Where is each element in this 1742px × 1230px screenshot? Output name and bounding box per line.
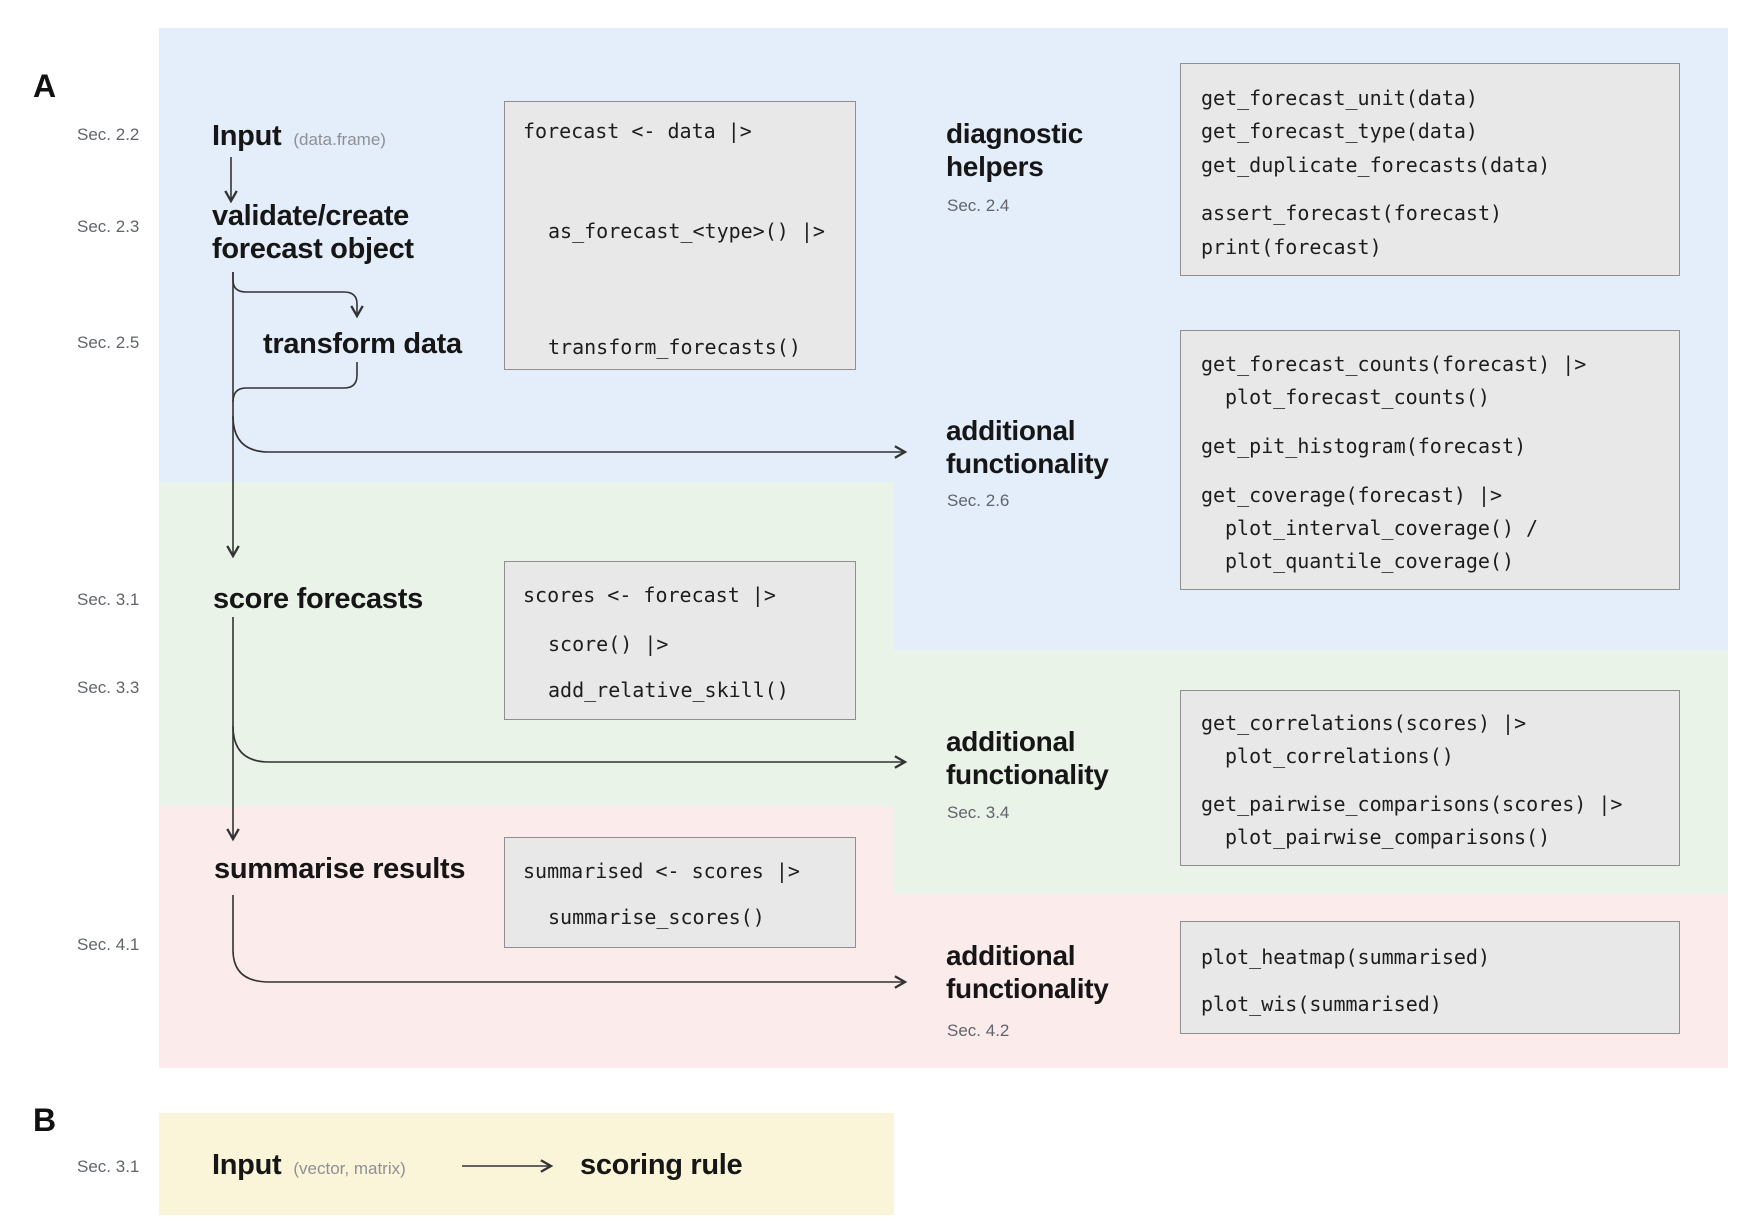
code-line: get_forecast_type(data): [1201, 119, 1478, 143]
input-label: Input: [212, 120, 282, 152]
flow-step-score: score forecasts: [213, 583, 423, 615]
code-line: get_pit_histogram(forecast): [1201, 434, 1527, 458]
title-additional-functionality-26: additional functionality: [946, 414, 1109, 480]
section-label-3-1: Sec. 3.1: [77, 590, 140, 609]
title-diagnostic-helpers: diagnostic helpers: [946, 117, 1083, 183]
code-line: plot_pairwise_comparisons(): [1225, 825, 1551, 849]
section-label-2-6: Sec. 2.6: [947, 491, 1010, 510]
band-yellow-panel-b: [159, 1113, 894, 1215]
title-additional-functionality-34: additional functionality: [946, 725, 1109, 791]
code-line: plot_heatmap(summarised): [1201, 945, 1490, 969]
code-box-score-pipeline: scores <- forecast |> score() |> add_rel…: [504, 561, 856, 720]
validate-line1: validate/create: [212, 200, 410, 232]
section-label-2-3: Sec. 2.3: [77, 217, 140, 236]
af2-line1: additional: [946, 726, 1076, 757]
code-line: get_correlations(scores) |>: [1201, 711, 1527, 735]
code-box-summarise-pipeline: summarised <- scores |> summarise_scores…: [504, 837, 856, 948]
panel-b-input-row: Input (vector, matrix): [212, 1149, 406, 1182]
code-line: get_forecast_unit(data): [1201, 86, 1478, 110]
panel-b-input-note: (vector, matrix): [293, 1159, 406, 1178]
af1-line2: functionality: [946, 448, 1109, 479]
code-line: plot_correlations(): [1225, 744, 1454, 768]
code-line: transform_forecasts(): [548, 335, 801, 359]
code-box-diagnostic-helpers: get_forecast_unit(data) get_forecast_typ…: [1180, 63, 1680, 276]
code-box-create-pipeline: forecast <- data |> as_forecast_<type>()…: [504, 101, 856, 370]
section-label-3-3: Sec. 3.3: [77, 678, 140, 697]
code-line: add_relative_skill(): [548, 678, 789, 702]
code-line: scores <- forecast |>: [523, 583, 776, 607]
code-line: get_pairwise_comparisons(scores) |>: [1201, 792, 1623, 816]
validate-line2: forecast object: [212, 233, 414, 265]
af2-line2: functionality: [946, 759, 1109, 790]
code-line: plot_forecast_counts(): [1225, 385, 1490, 409]
af3-line1: additional: [946, 940, 1076, 971]
diagnostic-line1: diagnostic: [946, 118, 1084, 149]
code-line: plot_quantile_coverage(): [1225, 549, 1514, 573]
code-line: assert_forecast(forecast): [1201, 201, 1503, 225]
flow-step-input: Input (data.frame): [212, 120, 386, 153]
panel-a-label: A: [33, 68, 57, 104]
code-box-additional-26: get_forecast_counts(forecast) |> plot_fo…: [1180, 330, 1680, 590]
af3-line2: functionality: [946, 973, 1109, 1004]
code-line: plot_wis(summarised): [1201, 992, 1442, 1016]
title-additional-functionality-42: additional functionality: [946, 939, 1109, 1005]
code-line: forecast <- data |>: [523, 119, 752, 143]
input-note: (data.frame): [293, 130, 386, 149]
panel-b-label: B: [33, 1102, 57, 1138]
code-line: summarise_scores(): [548, 905, 765, 929]
panel-b-input-label: Input: [212, 1149, 282, 1181]
section-label-2-5: Sec. 2.5: [77, 333, 140, 352]
code-line: get_coverage(forecast) |>: [1201, 483, 1503, 507]
diagnostic-line2: helpers: [946, 151, 1044, 182]
flow-step-validate: validate/create forecast object: [212, 200, 414, 266]
code-line: plot_interval_coverage() /: [1225, 516, 1539, 540]
code-line: get_forecast_counts(forecast) |>: [1201, 352, 1587, 376]
flow-step-summarise: summarise results: [214, 853, 466, 885]
af1-line1: additional: [946, 415, 1076, 446]
section-label-b-3-1: Sec. 3.1: [77, 1157, 140, 1176]
section-label-2-4: Sec. 2.4: [947, 196, 1010, 215]
code-line: summarised <- scores |>: [523, 859, 800, 883]
code-line: as_forecast_<type>() |>: [548, 219, 825, 243]
panel-b-scoring-rule-label: scoring rule: [580, 1149, 743, 1181]
section-label-4-2: Sec. 4.2: [947, 1021, 1010, 1040]
section-label-4-1: Sec. 4.1: [77, 935, 140, 954]
code-line: print(forecast): [1201, 235, 1382, 259]
code-box-additional-34: get_correlations(scores) |> plot_correla…: [1180, 690, 1680, 866]
code-box-additional-42: plot_heatmap(summarised) plot_wis(summar…: [1180, 921, 1680, 1034]
section-label-3-4: Sec. 3.4: [947, 803, 1010, 822]
section-label-2-2: Sec. 2.2: [77, 125, 140, 144]
flow-step-transform: transform data: [263, 328, 462, 360]
code-line: score() |>: [548, 632, 669, 656]
code-line: get_duplicate_forecasts(data): [1201, 153, 1551, 177]
